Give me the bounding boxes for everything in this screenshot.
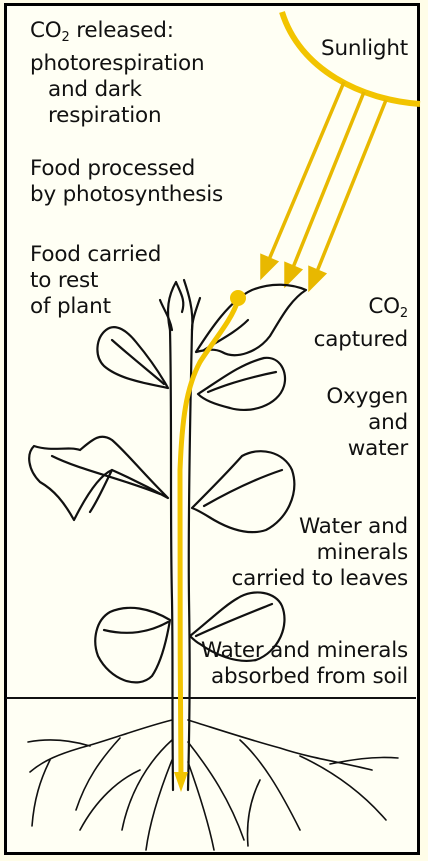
- water-minerals-absorbed-label: Water and minerals absorbed from soil: [190, 638, 408, 690]
- co2-released-label: CO2 released: photorespiration and dark …: [30, 18, 204, 129]
- roots-illustration: [28, 720, 398, 850]
- food-processed-label: Food processed by photosynthesis: [30, 156, 223, 208]
- co2-captured-label: CO2 captured: [296, 294, 408, 353]
- sunlight-label: Sunlight: [316, 36, 408, 62]
- food-carried-label: Food carried to rest of plant: [30, 242, 161, 320]
- sunlight-rays-icon: [262, 82, 386, 288]
- water-minerals-carried-label: Water and minerals carried to leaves: [220, 514, 408, 592]
- oxygen-water-label: Oxygen and water: [296, 384, 408, 462]
